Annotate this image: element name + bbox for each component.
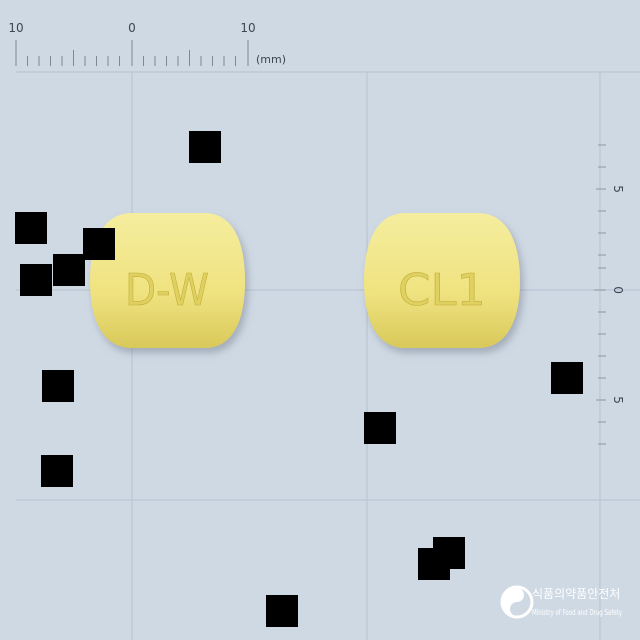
right-ruler	[594, 144, 606, 445]
pill-right-imprint: CL1	[398, 265, 486, 316]
logo-korean-text: 식품의약품안전처	[532, 586, 620, 601]
top-ruler-label-left: 10	[8, 21, 23, 35]
mfds-emblem-icon	[500, 585, 534, 619]
right-ruler-label-bottom: 5	[611, 396, 625, 404]
pill-right	[364, 213, 520, 348]
logo-english-text: Ministry of Food and Drug Safety	[532, 608, 622, 617]
redaction-block	[189, 131, 221, 163]
top-ruler-label-right: 10	[240, 21, 255, 35]
pill-left-imprint: D-W	[125, 265, 209, 316]
mfds-logo: 식품의약품안전처 Ministry of Food and Drug Safet…	[500, 585, 622, 619]
top-ruler-unit: (mm)	[256, 53, 286, 66]
right-ruler-label-top: 5	[611, 185, 625, 193]
right-ruler-label-center: 0	[611, 286, 625, 294]
redaction-block	[266, 595, 298, 627]
top-ruler-label-center: 0	[128, 21, 136, 35]
redaction-blocks	[15, 131, 583, 627]
pill-left	[90, 213, 245, 348]
redaction-block	[53, 254, 85, 286]
redaction-block	[418, 548, 450, 580]
redaction-block	[551, 362, 583, 394]
redaction-block	[83, 228, 115, 260]
redaction-block	[20, 264, 52, 296]
redaction-block	[15, 212, 47, 244]
redaction-block	[42, 370, 74, 402]
top-ruler	[15, 40, 249, 66]
redaction-block	[41, 455, 73, 487]
redaction-block	[364, 412, 396, 444]
